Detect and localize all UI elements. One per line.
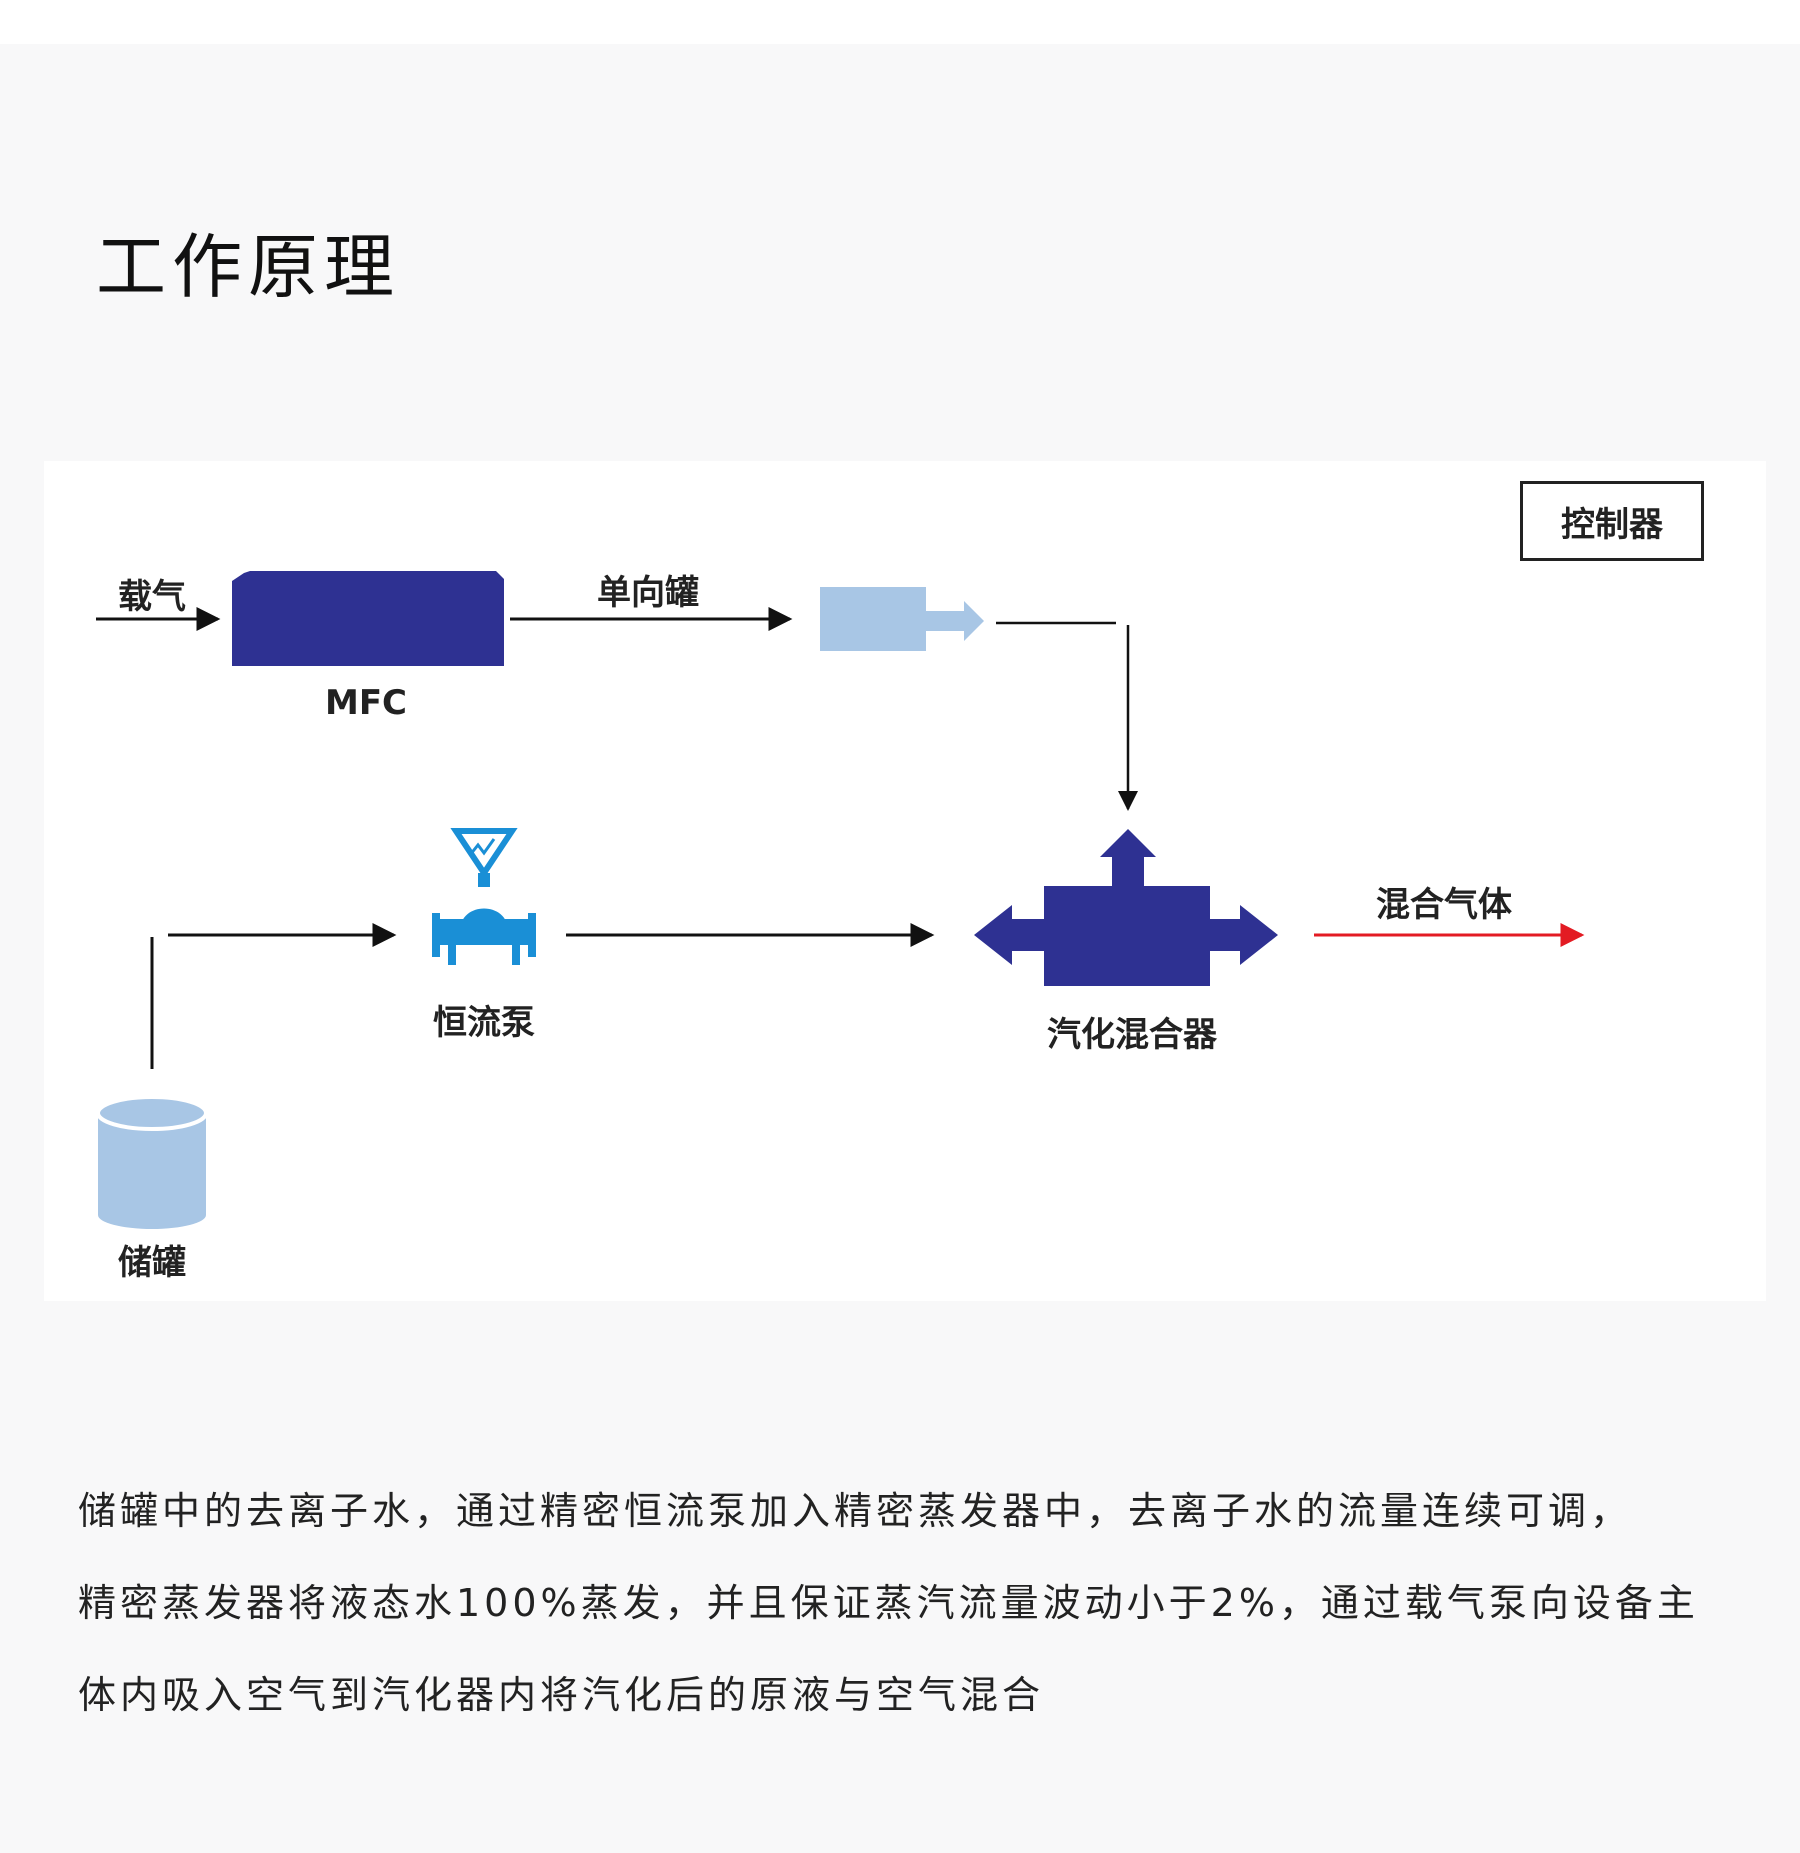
flow-diagram: 载气 MFC 单向罐 控制器 恒流泵 汽化混合器 混合气体 储罐 [44,461,1766,1301]
description-line: 储罐中的去离子水，通过精密恒流泵加入精密蒸发器中，去离子水的流量连续可调， [78,1489,1633,1533]
cross-arrow-mixer-icon [974,829,1278,986]
cylinder-tank-icon [96,1095,208,1229]
description-line: 精密蒸发器将液态水100%蒸发，并且保证蒸汽流量波动小于2%，通过载气泵向设备主 [78,1581,1699,1625]
description-paragraph: 储罐中的去离子水，通过精密恒流泵加入精密蒸发器中，去离子水的流量连续可调， 精密… [78,1465,1738,1741]
mfc-block [232,571,504,666]
check-tank-label: 单向罐 [597,573,699,613]
carrier-gas-label: 载气 [118,577,186,617]
storage-tank-label: 储罐 [118,1243,186,1283]
description-line: 体内吸入空气到汽化器内将汽化后的原液与空气混合 [78,1673,1045,1717]
flow-diagram-svg [96,571,1585,1229]
mfc-label: MFC [324,683,408,723]
page-title: 工作原理 [96,226,400,308]
vaporizer-mixer-label: 汽化混合器 [1047,1015,1217,1055]
controller-box: 控制器 [1520,481,1704,561]
check-tank-block [820,587,926,651]
pump-label: 恒流泵 [433,1003,535,1043]
pump-valve-icon [432,828,536,965]
check-tank-outlet-icon [926,601,984,641]
mixed-gas-label: 混合气体 [1376,885,1512,925]
